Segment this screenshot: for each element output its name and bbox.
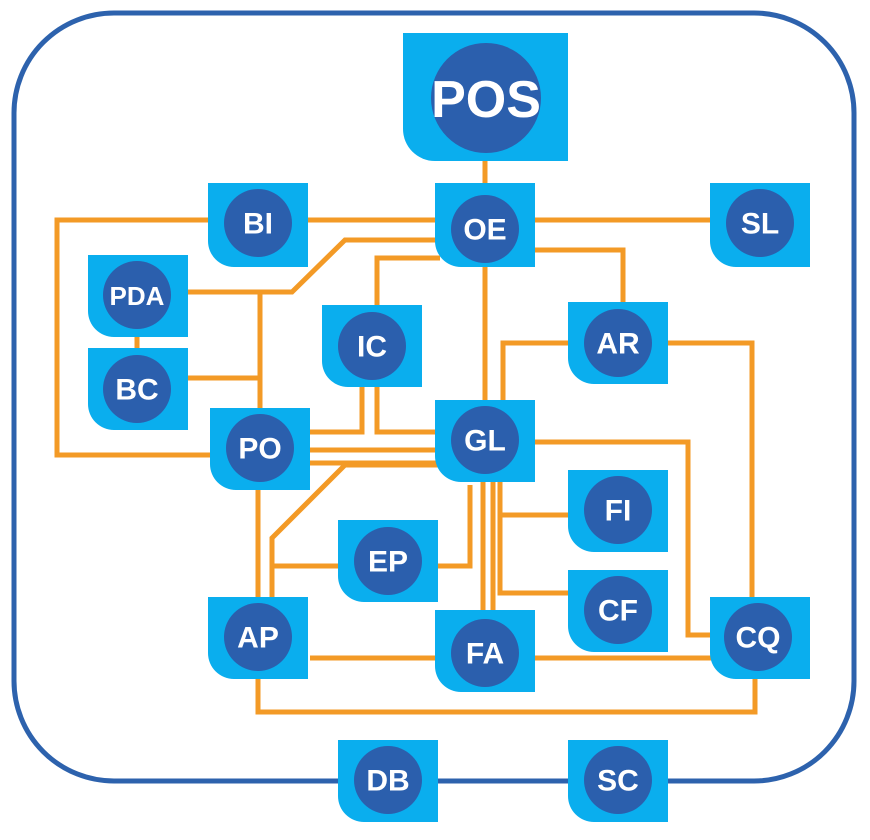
node-label: CQ <box>736 622 781 655</box>
node-label: PDA <box>110 281 165 311</box>
node-label: AR <box>596 328 640 361</box>
node-label: OE <box>463 214 506 247</box>
connector-ep-gl <box>433 485 473 569</box>
node-label: POS <box>431 71 541 129</box>
connector-oe-pda <box>185 237 440 295</box>
connector-gl-ap <box>269 462 440 610</box>
node-ep[interactable]: EP <box>338 520 438 602</box>
node-bi[interactable]: BI <box>208 183 308 267</box>
node-label: SC <box>597 765 639 798</box>
node-label: PO <box>238 433 281 466</box>
node-oe[interactable]: OE <box>435 183 535 267</box>
node-circle <box>431 43 541 153</box>
node-label: GL <box>464 425 506 458</box>
node-circle <box>451 195 519 263</box>
node-db[interactable]: DB <box>338 740 438 822</box>
node-circle <box>224 603 292 671</box>
node-pda[interactable]: PDA <box>88 255 188 337</box>
node-circle <box>338 312 406 380</box>
node-circle <box>724 603 792 671</box>
node-sl[interactable]: SL <box>710 183 810 267</box>
node-circle <box>726 189 794 257</box>
node-ap[interactable]: AP <box>208 597 308 679</box>
connector-gl-cf <box>497 515 580 596</box>
connectors <box>54 160 758 715</box>
node-label: AP <box>237 622 279 655</box>
node-label: IC <box>357 331 387 364</box>
node-circle <box>354 527 422 595</box>
node-label: CF <box>598 595 638 628</box>
connector-ar-gl <box>500 340 580 405</box>
node-label: DB <box>366 765 409 798</box>
node-circle <box>354 746 422 814</box>
node-gl[interactable]: GL <box>435 400 535 482</box>
node-label: FI <box>605 495 632 528</box>
node-label: SL <box>741 208 779 241</box>
node-circle <box>451 406 519 474</box>
node-bc[interactable]: BC <box>88 348 188 430</box>
node-circle <box>584 576 652 644</box>
connector-gl-cq <box>530 439 715 638</box>
node-circle <box>451 619 519 687</box>
node-circle <box>103 261 171 329</box>
connector-ic-po <box>310 385 365 435</box>
node-ic[interactable]: IC <box>322 305 422 387</box>
node-circle <box>584 746 652 814</box>
connector-ar-cq <box>663 340 755 600</box>
node-circle <box>584 309 652 377</box>
node-circle <box>226 414 294 482</box>
node-cf[interactable]: CF <box>568 570 668 652</box>
connector-ap-cq-bottom <box>255 678 758 715</box>
node-circle <box>584 476 652 544</box>
connector-ic-gl <box>374 385 440 435</box>
node-label: BC <box>115 374 158 407</box>
connector-bi-po-outer <box>54 217 215 458</box>
node-fi[interactable]: FI <box>568 470 668 552</box>
node-sc[interactable]: SC <box>568 740 668 822</box>
node-fa[interactable]: FA <box>435 610 535 692</box>
connector-oe-ar <box>530 247 626 310</box>
connector-oe-ic <box>374 255 440 310</box>
node-pos[interactable]: POS <box>403 33 568 161</box>
node-label: FA <box>466 638 504 671</box>
node-label: BI <box>243 208 273 241</box>
node-circle <box>103 355 171 423</box>
node-label: EP <box>368 546 408 579</box>
node-cq[interactable]: CQ <box>710 597 810 679</box>
node-po[interactable]: PO <box>210 408 310 490</box>
node-ar[interactable]: AR <box>568 302 668 384</box>
node-circle <box>224 189 292 257</box>
